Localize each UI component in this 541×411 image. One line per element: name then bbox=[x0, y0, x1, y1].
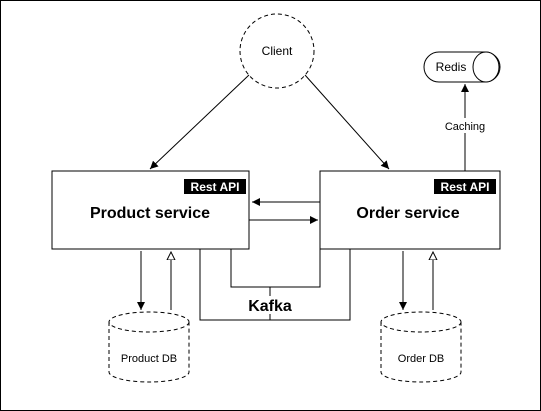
order-db-top bbox=[380, 311, 462, 333]
product-rest-api-badge bbox=[184, 179, 246, 194]
order-db-label: Order DB bbox=[398, 353, 444, 365]
client-to-order-arrow bbox=[304, 74, 390, 170]
caching-label-bg bbox=[441, 118, 489, 133]
product-db-node: Product DB bbox=[108, 311, 190, 383]
redis-cylinder-end bbox=[472, 51, 500, 83]
kafka-outer-loop bbox=[199, 249, 351, 321]
kafka-inner-loop bbox=[230, 249, 321, 288]
product-service-title: Product service bbox=[90, 205, 210, 222]
order-rest-api-label: Rest API bbox=[441, 180, 490, 194]
kafka-label-bg bbox=[243, 296, 297, 314]
caching-label: Caching bbox=[445, 121, 485, 133]
redis-label: Redis bbox=[436, 60, 467, 74]
client-circle bbox=[239, 13, 315, 89]
client-label: Client bbox=[262, 44, 293, 58]
order-db-node: Order DB bbox=[380, 311, 462, 383]
client-to-product-arrow bbox=[149, 74, 250, 170]
client-node: Client bbox=[239, 13, 315, 89]
redis-node: Redis bbox=[423, 51, 501, 83]
kafka-label: Kafka bbox=[248, 298, 292, 315]
order-service-title: Order service bbox=[356, 205, 459, 222]
kafka-bus: Kafka bbox=[199, 249, 351, 321]
product-db-top bbox=[108, 311, 190, 333]
order-db-body bbox=[380, 322, 462, 383]
product-rest-api-label: Rest API bbox=[191, 180, 240, 194]
product-db-body bbox=[108, 322, 190, 383]
order-rest-api-badge bbox=[434, 179, 496, 194]
product-service-box: Rest API Product service bbox=[51, 170, 250, 250]
product-db-label: Product DB bbox=[121, 353, 177, 365]
order-service-box: Rest API Order service bbox=[319, 170, 501, 250]
